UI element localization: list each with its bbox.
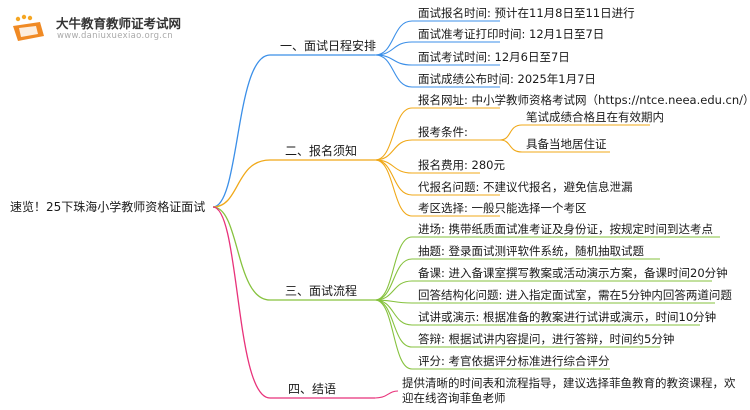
connector-root-sec3 <box>212 206 271 301</box>
schedule-item: 面试准考证打印时间: 12月1日至7日 <box>418 27 605 41</box>
connector-root-sec4 <box>212 206 271 399</box>
root-topic: 速览！25下珠海小学教师资格证面试 <box>10 200 206 214</box>
process-item: 进场: 携带纸质面试准考证及身份证，按规定时间到达考点 <box>418 222 714 236</box>
section-3-title: 三、面试流程 <box>285 284 358 298</box>
connector-s2-i5 <box>374 159 413 217</box>
process-item: 试讲或演示: 根据准备的教案进行试讲或演示，时间10分钟 <box>418 310 717 324</box>
section-2-title: 二、报名须知 <box>285 144 358 158</box>
schedule-item: 面试报名时间: 预计在11月8日至11日进行 <box>418 6 635 20</box>
registration-item: 代报名问题: 不建议代报名，避免信息泄漏 <box>418 180 633 194</box>
schedule-item: 面试考试时间: 12月6日至7日 <box>418 50 570 64</box>
connector-s3-i2 <box>374 258 413 301</box>
connector-cond-1 <box>499 124 523 141</box>
connector-s3-i6 <box>374 299 413 348</box>
registration-item: 报名费用: 280元 <box>418 158 505 172</box>
registration-condition: 具备当地居住证 <box>526 137 607 151</box>
process-item: 评分: 考官依据评分标准进行综合评分 <box>418 354 610 368</box>
brand-logo-icon <box>13 14 44 41</box>
registration-item: 考区选择: 一般只能选择一个考区 <box>418 201 587 215</box>
registration-item: 报名网址: 中小学教师资格考试网（https://ntce.neea.edu.c… <box>418 93 750 107</box>
conclusion-text: 提供清晰的时间表和流程指导，建议选择菲鱼教育的教资课程，欢迎在线咨询菲鱼老师 <box>402 376 736 405</box>
connector-s1-i4 <box>374 54 413 88</box>
connector-s2-i2 <box>374 139 413 161</box>
connector-s2-i1 <box>374 107 413 161</box>
section-1-title: 一、面试日程安排 <box>280 39 377 53</box>
process-item: 备课: 进入备课室撰写教案或活动演示方案，备课时间20分钟 <box>418 266 728 280</box>
connector-root-sec1 <box>212 54 271 208</box>
connector-cond-2 <box>499 139 523 153</box>
connector-root-sec2 <box>212 159 271 208</box>
connector-s1-i2 <box>374 41 413 56</box>
brand-url: www.daniuxuexiao.org.cn <box>57 31 173 41</box>
process-item: 答辩: 根据试讲内容提问，进行答辩，时间约5分钟 <box>418 332 675 346</box>
connector-s1-i1 <box>374 20 413 56</box>
schedule-item: 面试成绩公布时间: 2025年1月7日 <box>418 72 596 86</box>
connector-s3-i7 <box>374 299 413 370</box>
registration-item: 报考条件: <box>418 125 468 139</box>
process-item: 回答结构化问题: 进入指定面试室，需在5分钟内回答两道问题 <box>418 288 732 302</box>
connector-s4-i1 <box>374 390 399 399</box>
connector-s3-i5 <box>374 299 413 326</box>
connector-s3-i3 <box>374 280 413 301</box>
connector-s3-i1 <box>374 236 413 301</box>
section-4-title: 四、结语 <box>288 382 337 396</box>
brand-name: 大牛教育教师证考试网 <box>56 16 182 31</box>
process-item: 抽题: 登录面试测评软件系统，随机抽取试题 <box>418 244 645 258</box>
registration-condition: 笔试成绩合格且在有效期内 <box>526 110 664 124</box>
